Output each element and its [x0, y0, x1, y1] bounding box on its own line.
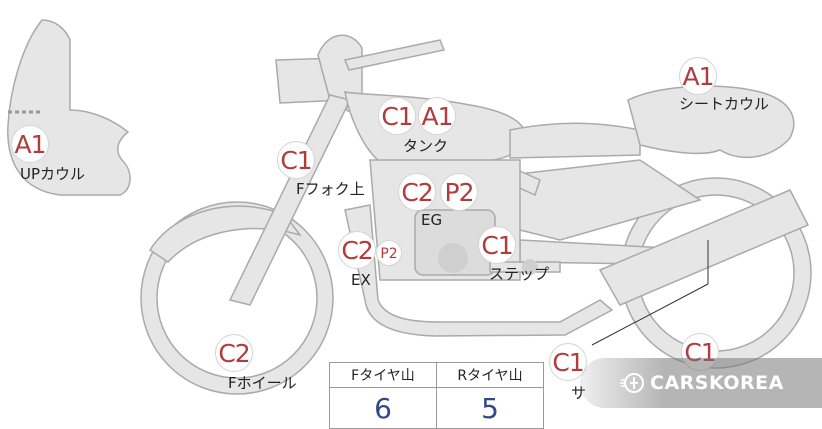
tire-tread-table: Fタイヤ山 Rタイヤ山 6 5	[329, 362, 544, 429]
engine-label: EG	[421, 211, 443, 229]
seat-part	[509, 122, 641, 159]
up-cowl-grade-badge: A1	[11, 125, 49, 163]
exhaust-label: EX	[351, 271, 371, 289]
exhaust-p-grade-badge: P2	[376, 240, 402, 266]
fork-grade-badge: C1	[277, 141, 315, 179]
tank-c-grade-badge: C1	[378, 97, 416, 135]
fork-label: Fフォク上	[296, 180, 365, 198]
tank-label: タンク	[403, 137, 449, 155]
front-fork-part	[228, 94, 352, 306]
seat-cowl-label: シートカウル	[679, 95, 770, 113]
carskorea-logo-icon	[620, 373, 644, 393]
up-cowl-label: UPカウル	[20, 165, 86, 183]
front-wheel-label: Fホイール	[228, 374, 297, 392]
tank-a-grade-badge: A1	[418, 97, 456, 135]
seat-cowl-grade-badge: A1	[679, 57, 717, 95]
exhaust-c-grade-badge: C2	[338, 231, 376, 269]
engine-p-grade-badge: P2	[440, 173, 478, 211]
muffler-part	[598, 189, 810, 306]
exhaust-part	[344, 204, 614, 337]
rear-tire-value: 5	[436, 387, 544, 429]
step-grade-badge: C1	[478, 226, 516, 264]
step-label: ステップ	[489, 265, 550, 283]
carskorea-watermark: CARSKOREA	[580, 358, 822, 408]
rear-tire-header: Rタイヤ山	[436, 362, 544, 388]
front-tire-value: 6	[329, 387, 437, 429]
watermark-text: CARSKOREA	[650, 372, 784, 394]
engine-c-grade-badge: C2	[398, 173, 436, 211]
front-wheel-grade-badge: C2	[215, 334, 253, 372]
front-tire-header: Fタイヤ山	[329, 362, 437, 388]
